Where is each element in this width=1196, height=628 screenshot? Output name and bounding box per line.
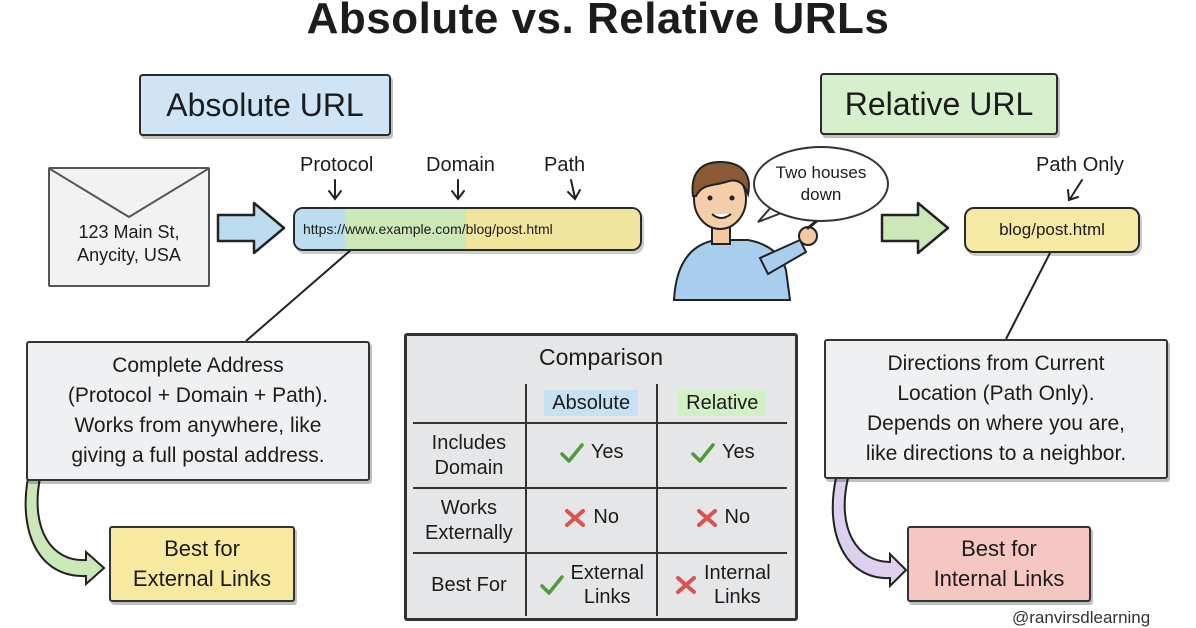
abs-connector-line [245, 248, 353, 342]
column-header-absolute: Absolute [524, 384, 657, 424]
path-only-label: Path Only [1036, 154, 1124, 176]
cell-text: External [570, 562, 644, 584]
abs-curved-arrow [24, 477, 106, 587]
best-line: Best for [961, 536, 1037, 561]
description-line: (Protocol + Domain + Path). [67, 384, 329, 407]
description-line: Complete Address [112, 354, 284, 377]
comparison-title: Comparison [539, 344, 663, 370]
abs-block-arrow [216, 201, 286, 255]
absolute-url-bar: https:// www.example.com/ blog/post.html [293, 207, 642, 251]
column-header-label: Absolute [544, 389, 639, 416]
cross-icon [696, 508, 717, 527]
row-label-line: Best For [431, 573, 507, 596]
relative-url-bar: blog/post.html [964, 207, 1140, 253]
row-label: Best For [413, 553, 526, 616]
cell-text: Links [583, 586, 631, 608]
rel-connector-line [1005, 252, 1051, 340]
url-protocol-segment: https:// [295, 209, 346, 249]
domain-pointer-arrow [451, 179, 465, 201]
cell-text: Yes [590, 441, 624, 464]
bubble-line: Two houses [775, 163, 867, 182]
comparison-table: Absolute Relative Includes Domain Yes Ye… [413, 384, 787, 616]
table-cell: Yes [524, 423, 657, 489]
description-line: Works from anywhere, like [74, 414, 322, 437]
bubble-line: down [800, 185, 842, 204]
description-line: like directions to a neighbor. [865, 442, 1127, 465]
description-line: Directions from Current [887, 352, 1105, 375]
envelope-line: Anycity, USA [77, 245, 181, 265]
comparison-panel: Comparison Absolute Relative Includes Do… [404, 333, 798, 621]
rel-curved-arrow [831, 477, 908, 589]
table-cell: No [655, 488, 787, 554]
column-header-relative: Relative [655, 384, 787, 424]
envelope-flap-icon [50, 169, 208, 219]
row-label-line: Domain [434, 456, 504, 479]
description-line: Depends on where you are, [866, 412, 1125, 435]
credit-text: @ranvirsdlearning [1012, 608, 1151, 627]
row-label-line: Includes [431, 431, 507, 454]
envelope-address: 123 Main St, Anycity, USA [50, 221, 208, 267]
check-icon [560, 443, 584, 463]
cell-text: No [724, 506, 751, 529]
speech-bubble: Two houses down [753, 146, 889, 222]
row-label-line: Externally [424, 521, 513, 544]
table-cell: Yes [655, 423, 787, 489]
path-pointer-arrow [567, 179, 581, 201]
rel-block-arrow [880, 201, 950, 255]
row-label-line: Works [440, 496, 498, 519]
row-label: Works Externally [413, 488, 526, 554]
path-only-pointer-arrow [1067, 179, 1083, 202]
absolute-url-tag: Absolute URL [139, 74, 391, 136]
relative-best-for-box: Best for Internal Links [907, 526, 1091, 602]
envelope-icon: 123 Main St, Anycity, USA [48, 167, 210, 287]
path-label: Path [544, 154, 586, 176]
protocol-label: Protocol [300, 154, 374, 176]
protocol-pointer-arrow [328, 179, 342, 201]
table-corner-cell [413, 384, 526, 424]
page-title: Absolute vs. Relative URLs [306, 0, 890, 43]
check-icon [691, 443, 715, 463]
cell-text: Yes [721, 441, 755, 464]
envelope-line: 123 Main St, [78, 222, 180, 242]
cell-text: Internal [703, 562, 771, 584]
best-line: Best for [164, 536, 240, 561]
table-header-row: Absolute Relative [413, 384, 787, 424]
absolute-description: Complete Address (Protocol + Domain + Pa… [26, 341, 370, 481]
best-line: External Links [132, 566, 272, 591]
url-domain-segment: www.example.com/ [345, 209, 466, 249]
absolute-best-for-box: Best for External Links [109, 526, 295, 602]
description-line: Location (Path Only). [897, 382, 1095, 405]
row-label: Includes Domain [413, 423, 526, 489]
table-row: Works Externally No No [413, 488, 787, 554]
check-icon [539, 575, 564, 595]
cross-icon [565, 508, 586, 527]
person-figure [672, 160, 820, 301]
description-line: giving a full postal address. [71, 444, 325, 467]
domain-label: Domain [426, 154, 495, 176]
best-line: Internal Links [933, 566, 1065, 591]
column-header-label: Relative [678, 389, 767, 416]
table-row: Includes Domain Yes Yes [413, 423, 787, 489]
cell-text: No [593, 506, 619, 529]
table-cell: No [524, 488, 657, 554]
cross-icon [675, 576, 696, 594]
relative-description: Directions from Current Location (Path O… [824, 339, 1168, 479]
cell-text: Links [713, 586, 761, 608]
url-path-segment: blog/post.html [465, 209, 640, 249]
relative-url-tag: Relative URL [820, 73, 1058, 135]
